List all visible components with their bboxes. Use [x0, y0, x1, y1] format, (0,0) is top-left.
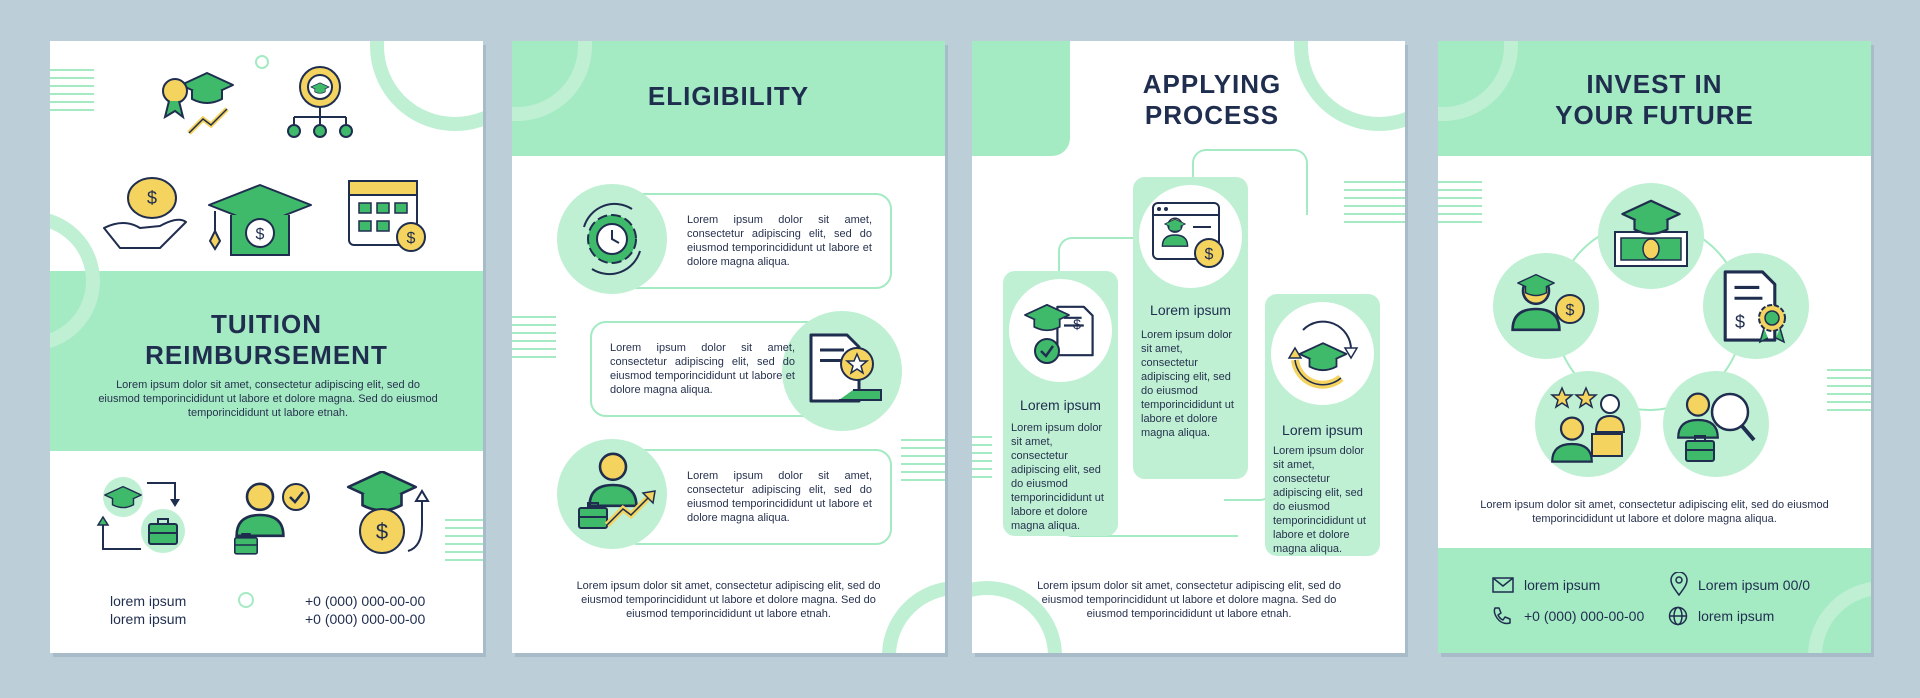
- card-title: Lorem ipsum: [1282, 422, 1363, 438]
- page-title: ELIGIBILITY: [647, 81, 810, 111]
- page-title: INVEST IN YOUR FUTURE: [1438, 69, 1871, 131]
- decor-stripes: [50, 69, 94, 113]
- calendar-payment-icon: [345, 171, 435, 261]
- contact-phone: +0 (000) 000-00-00: [305, 611, 426, 627]
- title-line: APPLYING: [1142, 69, 1282, 99]
- process-card: Lorem ipsum Lorem ipsum dolor sit amet, …: [1133, 177, 1248, 479]
- settings-clock-icon: [570, 197, 654, 281]
- svg-text:$: $: [147, 188, 157, 208]
- piggy-bank-hand-icon: $: [100, 166, 190, 256]
- decor-dot: [255, 55, 269, 69]
- decor-stripes: [1344, 181, 1405, 225]
- rating-student-icon: [1544, 380, 1632, 468]
- eligibility-text: Lorem ipsum dolor sit amet, consectetur …: [687, 470, 872, 524]
- decor-ring: [370, 41, 483, 131]
- svg-text:$: $: [1735, 312, 1745, 332]
- contact-address: Lorem ipsum 00/0: [1698, 577, 1811, 593]
- footer-text: Lorem ipsum dolor sit amet, consectetur …: [576, 580, 881, 620]
- card-text: Lorem ipsum dolor sit amet, consectetur …: [1273, 445, 1366, 555]
- title-band: [972, 41, 1070, 156]
- contact-name: lorem ipsum: [110, 593, 187, 609]
- connector-line: [1058, 237, 1144, 277]
- page-title: APPLYING PROCESS: [1062, 69, 1362, 131]
- graduation-invoice-icon: $: [1017, 287, 1103, 373]
- certificate-money-icon: $: [1712, 262, 1800, 350]
- graduation-award-icon: [155, 63, 245, 143]
- process-card: $ Lorem ipsum Lorem ipsum dolor sit amet…: [1003, 271, 1118, 536]
- globe-icon: [1668, 606, 1688, 626]
- card-text: Lorem ipsum dolor sit amet, consectetur …: [1141, 329, 1234, 439]
- graduation-coin-growth-icon: $: [340, 471, 440, 561]
- svg-text:$: $: [256, 226, 265, 243]
- phone-icon: [1492, 606, 1512, 626]
- title-line: INVEST IN: [1586, 69, 1723, 99]
- eligibility-text: Lorem ipsum dolor sit amet, consectetur …: [687, 214, 872, 268]
- decor-stripes: [445, 519, 483, 563]
- online-course-payment-icon: [1147, 193, 1233, 279]
- title-line: REIMBURSEMENT: [145, 340, 388, 370]
- intro-text: Lorem ipsum dolor sit amet, consectetur …: [98, 379, 438, 419]
- page-invest-in-your-future: INVEST IN YOUR FUTURE $: [1438, 41, 1871, 653]
- contact-website[interactable]: lorem ipsum: [1698, 608, 1775, 624]
- page-eligibility: ELIGIBILITY Lorem ipsum dolor sit amet, …: [512, 41, 945, 653]
- title-band: [50, 271, 483, 451]
- contact-phone: +0 (000) 000-00-00: [305, 593, 426, 609]
- student-payment-icon: [1502, 261, 1590, 349]
- mail-icon: [1492, 576, 1514, 594]
- eligibility-item: [622, 449, 892, 545]
- graduation-cycle-icon: [1279, 310, 1365, 396]
- contact-phone[interactable]: +0 (000) 000-00-00: [1524, 608, 1645, 624]
- target-hierarchy-icon: [280, 63, 360, 143]
- title-line: TUITION: [211, 309, 322, 339]
- eligibility-text: Lorem ipsum dolor sit amet, consectetur …: [610, 342, 795, 396]
- document-star-icon: [797, 324, 887, 414]
- decor-stripes: [512, 316, 556, 360]
- job-search-icon: [1672, 380, 1760, 468]
- card-title: Lorem ipsum: [1150, 302, 1231, 318]
- footer-text: Lorem ipsum dolor sit amet, consectetur …: [1037, 580, 1341, 620]
- contact-names: lorem ipsum lorem ipsum: [110, 592, 186, 628]
- title-line: YOUR FUTURE: [1555, 100, 1754, 130]
- process-card: Lorem ipsum Lorem ipsum dolor sit amet, …: [1265, 294, 1380, 556]
- contact-band: [1438, 548, 1871, 653]
- decor-stripes: [1438, 181, 1482, 225]
- contact-name: lorem ipsum: [110, 611, 187, 627]
- contact-phones: +0 (000) 000-00-00 +0 (000) 000-00-00: [305, 592, 425, 628]
- career-growth-icon: [567, 449, 659, 541]
- education-career-cycle-icon: [95, 471, 195, 561]
- contact-email[interactable]: lorem ipsum: [1524, 577, 1601, 593]
- body-text: Lorem ipsum dolor sit amet, consectetur …: [1480, 499, 1829, 525]
- card-text: Lorem ipsum dolor sit amet, consectetur …: [1011, 422, 1104, 532]
- decor-dot: [238, 592, 254, 608]
- graduation-money-icon: $: [205, 181, 315, 266]
- decor-stripes: [1827, 369, 1871, 413]
- eligibility-item: [622, 193, 892, 289]
- page-applying-process: APPLYING PROCESS $ Lorem ipsum Lorem ips…: [972, 41, 1405, 653]
- page-title: TUITION REIMBURSEMENT: [50, 309, 483, 371]
- card-title: Lorem ipsum: [1020, 397, 1101, 413]
- decor-stripes: [972, 436, 992, 480]
- page-tuition-reimbursement: $ $ TUITION REIMBURSEMENT Lorem ipsum do…: [50, 41, 483, 653]
- title-line: PROCESS: [1144, 100, 1280, 130]
- location-icon: [1670, 572, 1688, 596]
- svg-text:$: $: [376, 519, 388, 544]
- employee-approved-icon: [220, 471, 320, 561]
- svg-text:$: $: [1073, 316, 1081, 332]
- decor-stripes: [901, 439, 945, 483]
- diploma-money-icon: [1609, 194, 1693, 278]
